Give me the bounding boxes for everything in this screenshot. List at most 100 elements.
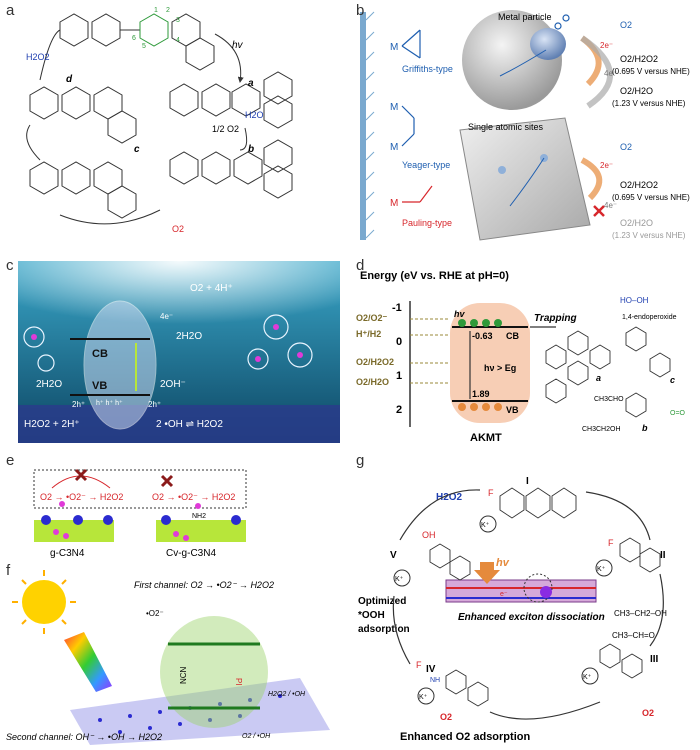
- h2o-label: H2O: [245, 110, 264, 120]
- molecule-bottom-left: [29, 161, 137, 219]
- oh-radical-label: 2 •OH ⇌ H2O2: [156, 419, 223, 430]
- v2-top: (1.23 V versus NHE): [612, 99, 686, 108]
- oh-right-label: 2OH⁻: [160, 379, 186, 390]
- panel-g-label: g: [356, 452, 365, 469]
- nh-label-g: NH: [430, 677, 440, 684]
- metal-particle-cap: [530, 28, 566, 60]
- two-e-bottom: 2e⁻: [600, 161, 613, 170]
- trapping-molecules: [545, 326, 671, 418]
- hv-eg-label: hν > Eg: [484, 363, 516, 373]
- two-e-arrow-bottom: [580, 157, 603, 201]
- k-ions: [393, 515, 613, 705]
- d-step-b: b: [642, 423, 648, 433]
- support-plate: [459, 117, 591, 241]
- molecule-top: [59, 13, 215, 71]
- pi-label: PI: [234, 678, 243, 686]
- oo-label: O=O: [670, 410, 686, 417]
- o2-bottom: O2: [620, 142, 632, 152]
- atom-num-3: 3: [176, 17, 180, 24]
- hatching: [365, 11, 375, 239]
- ethanol-label: CH3–CH2–OH: [614, 609, 667, 618]
- tick-2: 2: [396, 404, 402, 416]
- o2-label: O2: [172, 224, 184, 234]
- hv-label: hv: [232, 40, 244, 51]
- o2-h2o-bottom: O2/H2O: [620, 218, 653, 228]
- o2-h2o2-top: O2/H2O2: [620, 54, 658, 64]
- sun: [22, 580, 66, 624]
- slab-electron: e⁻: [500, 591, 508, 598]
- bubble-molecules: [31, 324, 303, 362]
- adsorption-label: adsorption: [358, 624, 410, 635]
- vb-label: VB: [92, 380, 107, 392]
- h2o2-left-label: H2O2 + 2H⁺: [24, 419, 80, 430]
- o2-bottom-left: O2: [440, 712, 452, 722]
- o2-oh-label: O2 / •OH: [242, 733, 271, 740]
- four-e-label: 4e⁻: [160, 312, 173, 321]
- light-beam: [64, 632, 112, 692]
- panel-a: a 1 2 3 4 5 6: [0, 0, 345, 250]
- d-hv-label: hv: [454, 309, 465, 319]
- panel-c-label: c: [6, 257, 14, 274]
- light-arrow: [474, 562, 500, 584]
- panel-f-illustration: NCN PI First channel: O2 → •O2⁻ → H2O2 S…: [6, 570, 330, 745]
- v1-bottom: (0.695 V versus NHE): [612, 193, 690, 202]
- panel-e: e O2 → •O2⁻ → H2O2 O2 → •O2⁻ → H2O2 g-C3…: [0, 450, 345, 560]
- reaction-box: [33, 469, 247, 509]
- photocatalyst-ellipse: [83, 300, 157, 430]
- active-site-circle: [523, 573, 553, 603]
- metal-particle-label: Metal particle: [498, 12, 552, 22]
- panel-c-illustration: CB VB h⁺ h⁺ h⁺ O2 + 4H⁺ 4e⁻ 2H2O 2H2O 2O…: [18, 261, 340, 443]
- panel-g: g e⁻ hv Enhanced exciton dissociation I …: [350, 450, 700, 745]
- panel-b: b M Griffiths-type M M Yeager-type M: [350, 0, 700, 250]
- step-c: c: [134, 144, 140, 155]
- sun-rays: [12, 570, 76, 634]
- h2o2-label: H2O2: [26, 52, 50, 62]
- panel-d: d Energy (eV vs. RHE at pH=0) -1 0 1 2 O…: [350, 255, 700, 445]
- right-slab-name: Cv-g-C3N4: [166, 548, 216, 559]
- oh-label-g: OH: [422, 530, 436, 540]
- h2o2-oh-label: H2O2 / •OH: [268, 691, 306, 698]
- o2-h2o2-bottom: O2/H2O2: [620, 180, 658, 190]
- vb-value: 1.89: [472, 389, 490, 399]
- svg-text:M: M: [390, 198, 398, 209]
- four-e-bottom: 4e⁻: [604, 201, 617, 210]
- two-h2o-label: 2H2O: [176, 331, 202, 342]
- potassium-site: [540, 586, 552, 598]
- g-molecules: [429, 487, 661, 707]
- single-sites-label: Single atomic sites: [468, 122, 544, 132]
- d-step-a: a: [596, 373, 601, 383]
- step-iii: III: [650, 654, 659, 665]
- couple-lines: [410, 318, 450, 384]
- adsorbed-o2-top: [554, 14, 570, 30]
- couple-h-h2: H⁺/H2: [356, 329, 381, 339]
- panel-d-label: d: [356, 257, 365, 274]
- optimized-label: Optimized: [358, 596, 406, 607]
- left-cross: [74, 468, 88, 482]
- d-vb-label: VB: [506, 405, 519, 415]
- first-channel: First channel: O2 → •O2⁻ → H2O2: [134, 580, 274, 590]
- electron-path-bottom: [509, 157, 545, 207]
- single-site-1: [498, 166, 506, 174]
- network-base: [70, 678, 330, 745]
- left-arc: [51, 475, 111, 489]
- couple-o2-o2: O2/O2⁻: [356, 313, 388, 323]
- k-ion-3: K⁺: [583, 674, 592, 681]
- panel-e-diagram: O2 → •O2⁻ → H2O2 O2 → •O2⁻ → H2O2 g-C3N4…: [33, 468, 247, 559]
- griffiths-motif: M: [390, 29, 421, 59]
- two-e-top: 2e⁻: [600, 41, 613, 50]
- yeager-motif: M M: [390, 102, 415, 153]
- fluorine-2: F: [608, 538, 614, 548]
- h2o-left-label: 2H2O: [36, 379, 62, 390]
- holes-label: h⁺ h⁺ h⁺: [96, 400, 123, 407]
- atom-num-1: 1: [154, 7, 158, 14]
- cb-label: CB: [92, 348, 108, 360]
- svg-text:M: M: [390, 142, 398, 153]
- fluorine-1: F: [488, 488, 494, 498]
- molecule-left: [29, 86, 137, 144]
- griffiths-label: Griffiths-type: [402, 64, 453, 74]
- blocked-cross: [593, 205, 605, 217]
- molecule-right: [169, 71, 293, 129]
- cycle-arrows: [26, 29, 248, 225]
- step-iv: IV: [426, 664, 436, 675]
- o2-bottom-right: O2: [642, 708, 654, 718]
